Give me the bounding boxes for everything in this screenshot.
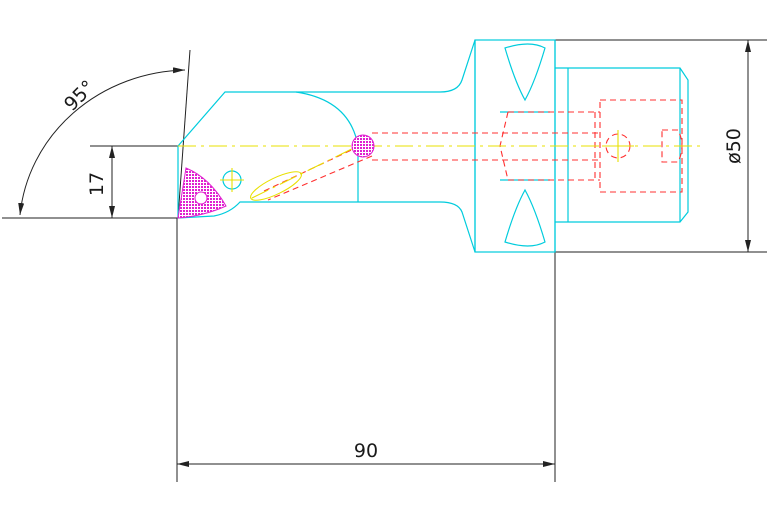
flange-lobe-top xyxy=(504,43,546,102)
coolant-port xyxy=(351,134,375,158)
angle-label: 95° xyxy=(60,76,99,115)
centerlines xyxy=(178,130,700,201)
rear-cylinder xyxy=(555,67,689,223)
head-clearance-arc xyxy=(295,91,359,147)
set-screw-hole xyxy=(661,129,683,163)
coolant-axis xyxy=(251,139,371,199)
diameter-dimension: ø50 xyxy=(555,39,767,253)
length-label: 90 xyxy=(354,440,378,462)
height-label: 17 xyxy=(86,172,108,196)
length-dimension: 90 xyxy=(176,218,556,482)
hidden-features xyxy=(261,99,683,201)
cutting-insert xyxy=(177,134,375,219)
rear-bore xyxy=(599,99,683,193)
head-outline xyxy=(177,39,476,253)
insert-hole xyxy=(194,191,208,205)
angle-arc xyxy=(18,67,186,216)
flange-lobe-bottom xyxy=(504,188,546,247)
coolant-channel-bottom xyxy=(267,155,373,201)
coolant-slot xyxy=(250,171,302,201)
height-dimension: 17 xyxy=(86,145,178,218)
diameter-label: ø50 xyxy=(723,128,745,164)
